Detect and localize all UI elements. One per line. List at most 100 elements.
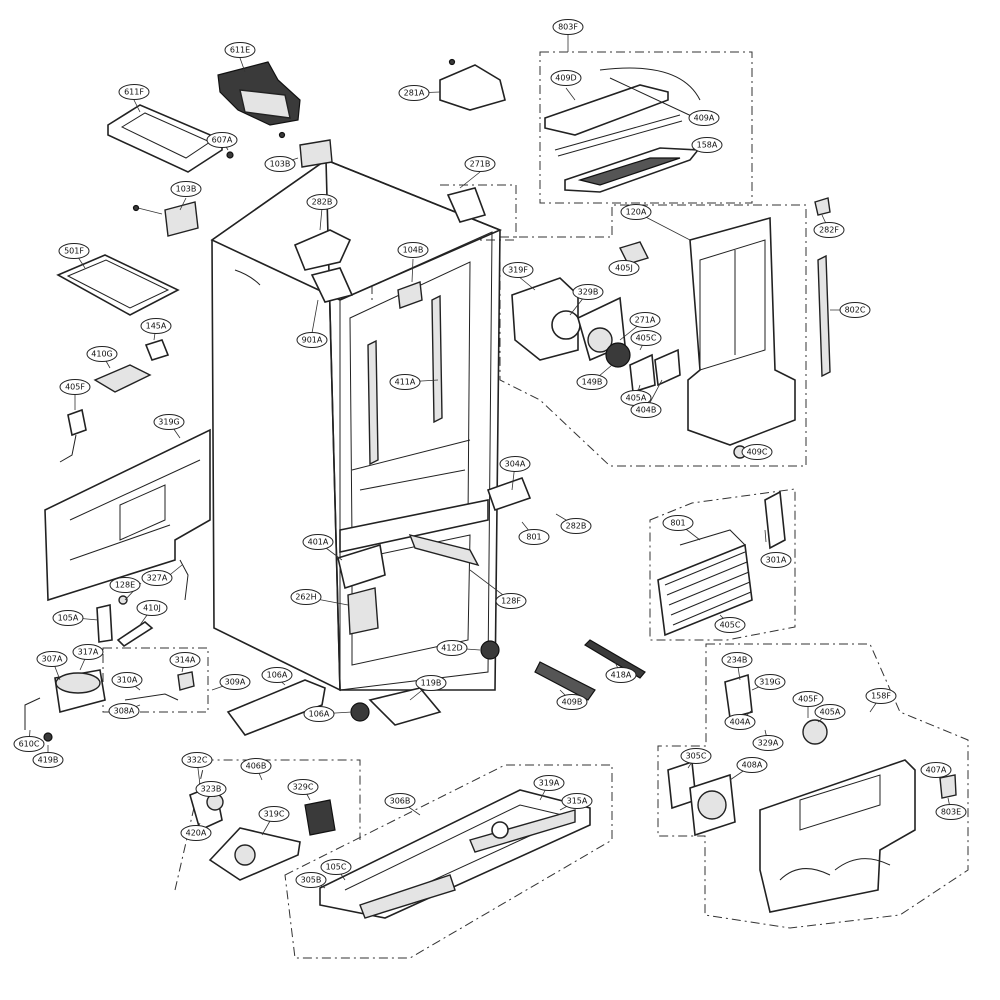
part-number: 282F [819, 226, 839, 235]
part-label-oval [32, 752, 64, 768]
part-label-oval [170, 181, 202, 197]
base-315a [319, 789, 591, 919]
part-label-271b: 271B [464, 156, 496, 172]
heater-323b [304, 799, 336, 836]
part-label-409c: 409C [741, 444, 773, 460]
part-number: 106A [309, 710, 330, 719]
part-label-oval [58, 243, 90, 259]
part-label-405c: 405C [630, 330, 662, 346]
part-number: 401A [308, 538, 329, 547]
part-label-319g: 319G [153, 414, 185, 430]
part-number: 310A [117, 676, 138, 685]
part-label-282f: 282F [813, 222, 845, 238]
part-label-611f: 611F [118, 84, 150, 100]
part-number: 803E [941, 808, 961, 817]
part-number: 802C [845, 306, 866, 315]
part-number: 329B [578, 288, 599, 297]
part-number: 611E [230, 46, 250, 55]
part-label-oval [502, 262, 534, 278]
part-label-418a: 418A [605, 667, 637, 683]
hinge-271b [446, 187, 487, 223]
part-number: 405J [615, 264, 633, 273]
damper-tray [107, 104, 223, 173]
part-label-106a: 106A [261, 667, 293, 683]
part-number: 309A [225, 678, 246, 687]
part-label-406b: 406B [240, 758, 272, 774]
part-label-103b: 103B [170, 181, 202, 197]
part-label-407a: 407A [920, 762, 952, 778]
part-number: 128E [115, 581, 135, 590]
part-label-420a: 420A [180, 825, 212, 841]
part-label-oval [605, 667, 637, 683]
part-label-105a: 105A [52, 610, 84, 626]
wire-412d [124, 693, 179, 701]
part-label-oval [550, 70, 582, 86]
part-number: 262H [295, 593, 316, 602]
part-label-oval [206, 132, 238, 148]
part-label-329b: 329B [572, 284, 604, 300]
part-label-oval [287, 779, 319, 795]
part-label-405c: 405C [714, 617, 746, 633]
part-number: 405A [820, 708, 841, 717]
part-labels: 611E611F607A103B103B281A803F409D409A158A… [13, 19, 967, 888]
lower-fan-parts [189, 783, 336, 881]
part-number: 409B [562, 698, 583, 707]
part-label-oval [724, 714, 756, 730]
part-label-oval [561, 793, 593, 809]
part-label-oval [153, 414, 185, 430]
part-label-oval [552, 19, 584, 35]
back-panel [44, 428, 211, 602]
part-number: 405F [798, 695, 818, 704]
cabinet-shelf-line [351, 439, 471, 491]
part-282f [814, 197, 831, 216]
group-outline-fan-bottom [174, 759, 361, 891]
right-fan-parts [667, 673, 957, 913]
group-outline-top-right [539, 51, 753, 204]
part-label-104b: 104B [397, 242, 429, 258]
part-label-oval [754, 674, 786, 690]
part-number: 104B [403, 246, 424, 255]
part-label-305b: 305B [295, 872, 327, 888]
cabinet [210, 158, 503, 692]
compressor-area [24, 559, 195, 742]
part-number: 410J [143, 604, 161, 613]
part-label-158a: 158A [691, 137, 723, 153]
part-number: 281A [404, 89, 425, 98]
part-number: 306B [390, 797, 411, 806]
base-pan [319, 789, 591, 919]
part-label-234b: 234B [721, 652, 753, 668]
part-label-oval [760, 552, 792, 568]
part-number: 410G [91, 350, 112, 359]
part-number: 611F [124, 88, 144, 97]
part-label-oval [261, 667, 293, 683]
part-label-329c: 329C [287, 779, 319, 795]
part-number: 405F [65, 383, 85, 392]
hinge-282b-top [293, 229, 352, 271]
part-label-oval [814, 704, 846, 720]
part-label-332c: 332C [181, 752, 213, 768]
tube-301a [679, 529, 746, 546]
part-label-oval [721, 652, 753, 668]
rail-128e [408, 533, 480, 567]
part-label-oval [620, 204, 652, 220]
part-label-309a: 309A [219, 674, 251, 690]
capacitor-410j [96, 604, 113, 643]
part-label-105c: 105C [320, 859, 352, 875]
part-number: 801 [526, 533, 541, 542]
part-number: 404A [730, 718, 751, 727]
rail-149b [431, 294, 443, 424]
part-number: 105A [58, 614, 79, 623]
part-label-oval [935, 804, 967, 820]
part-label-oval [108, 703, 140, 719]
part-label-oval [169, 652, 201, 668]
part-label-409a: 409A [688, 110, 720, 126]
part-number: 801 [670, 519, 685, 528]
part-label-oval [59, 379, 91, 395]
part-label-319a: 319A [533, 775, 565, 791]
hinge-104b [397, 281, 423, 309]
pipe-312a [43, 732, 53, 742]
part-label-oval [296, 332, 328, 348]
part-label-oval [714, 617, 746, 633]
grille-103b-top [299, 139, 333, 168]
